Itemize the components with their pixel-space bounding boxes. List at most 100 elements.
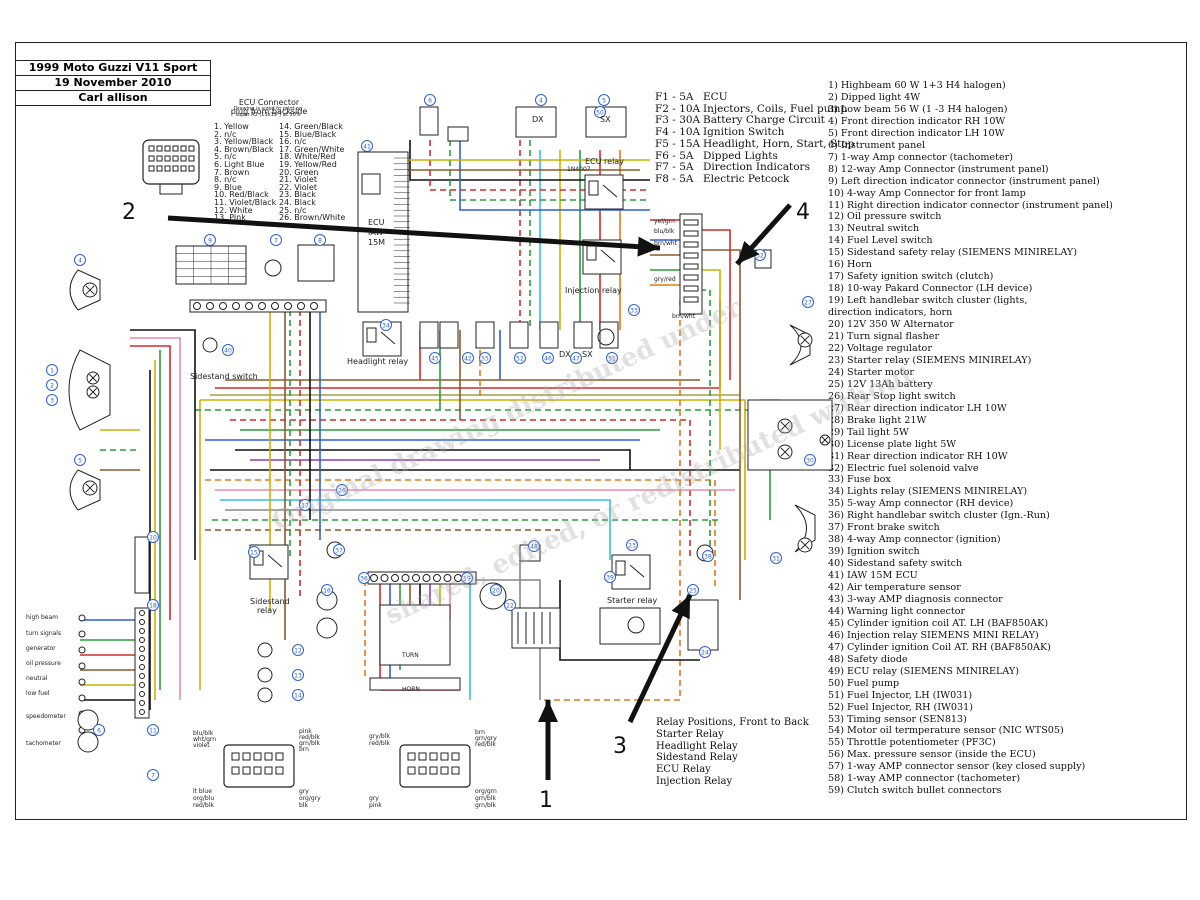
legend-item: 35) 5-way Amp connector (RH device) bbox=[828, 498, 1014, 510]
plug-pin bbox=[156, 145, 163, 152]
callout-number: 16 bbox=[323, 588, 331, 595]
legend-item: 24) Starter motor bbox=[828, 366, 914, 378]
legend-item: 6) Instrument panel bbox=[828, 139, 926, 151]
callout-bubble: 22 bbox=[504, 599, 516, 611]
callout-circle bbox=[314, 234, 326, 246]
sidestand-relay-label-2: relay bbox=[257, 606, 277, 615]
rear-indicator-lh-bulb-x bbox=[800, 335, 810, 345]
legend-item: 48) Safety diode bbox=[828, 653, 908, 665]
lowbeam-bulb-x bbox=[89, 388, 97, 396]
callout-bubble: 5 bbox=[74, 454, 86, 466]
warning-label: generator bbox=[26, 645, 56, 652]
callout-bubble: 51 bbox=[606, 352, 618, 364]
conn-wire-label: red/blk bbox=[369, 740, 390, 747]
callout-number: 4 bbox=[78, 258, 82, 265]
plug-pin bbox=[148, 145, 155, 152]
conn-wire-label: org/grn bbox=[475, 788, 497, 795]
connector-pin bbox=[391, 574, 399, 582]
callout-number: 31 bbox=[772, 556, 780, 563]
callout-number: 10 bbox=[149, 535, 157, 542]
title-date: 19 November 2010 bbox=[16, 76, 210, 91]
callout-number: 6 bbox=[97, 728, 101, 735]
connector-pin bbox=[284, 302, 292, 310]
fuse bbox=[683, 230, 699, 237]
conn-wire-label: blk bbox=[299, 802, 308, 809]
connector-amp-rh-pin bbox=[418, 766, 427, 775]
connector-pin bbox=[443, 574, 452, 582]
connector-pin bbox=[297, 302, 305, 310]
wire-red bbox=[230, 419, 691, 560]
connector-pin bbox=[232, 302, 240, 310]
legend-item: 32) Electric fuel solenoid valve bbox=[828, 462, 979, 474]
callout-circle bbox=[147, 724, 159, 736]
wire-orange bbox=[540, 300, 681, 701]
callout-circle bbox=[46, 394, 58, 406]
conn-wire-label: grn/blk bbox=[475, 795, 496, 802]
callout-circle bbox=[770, 552, 782, 564]
connector-amp-rh-pin bbox=[429, 766, 438, 775]
callout-number: 50 bbox=[596, 110, 604, 117]
wire-green bbox=[700, 289, 711, 560]
callout-bubble: 16 bbox=[321, 584, 333, 596]
legend-item: 9) Left direction indicator connector (i… bbox=[828, 175, 1100, 187]
plug-pin bbox=[180, 145, 187, 152]
connector-pin bbox=[139, 619, 145, 625]
sensor bbox=[539, 321, 559, 349]
connector-amp-rh-pin bbox=[451, 766, 460, 775]
connector-pin bbox=[139, 673, 145, 679]
pointer-arrow-3-head bbox=[671, 595, 690, 620]
callout-number: 18 bbox=[149, 603, 157, 610]
connector-pin bbox=[139, 709, 145, 715]
legend-item: 51) Fuel Injector, LH (IW031) bbox=[828, 689, 973, 701]
callout-circle bbox=[93, 724, 105, 736]
headlight-relay-coil bbox=[366, 327, 377, 343]
callout-number: 2 bbox=[50, 383, 54, 390]
callout-bubble: 5 bbox=[598, 94, 610, 106]
ecu-connector-plug bbox=[142, 139, 200, 185]
callout-circle bbox=[74, 454, 86, 466]
connector-pin bbox=[370, 574, 378, 582]
run-off-switch bbox=[297, 244, 335, 282]
wire-red bbox=[130, 345, 171, 620]
callout-number: 22 bbox=[506, 603, 514, 610]
legend-item: 40) Sidestand safety switch bbox=[828, 558, 963, 570]
warning-label: turn signals bbox=[26, 630, 62, 637]
legend-item: 34) Lights relay (SIEMENS MINIRELAY) bbox=[828, 486, 1028, 498]
fuel-pump bbox=[597, 328, 615, 346]
legend-item: 10) 4-way Amp Connector for front lamp bbox=[828, 187, 1026, 199]
callout-circle bbox=[380, 319, 392, 331]
callout-circle bbox=[598, 94, 610, 106]
plug-pin bbox=[156, 165, 163, 172]
ecu-connector-title: ECU Connector plug from backside bbox=[230, 98, 308, 116]
injection-relay-contact bbox=[600, 249, 616, 263]
callout-circle bbox=[222, 344, 234, 356]
legend-item: 4) Front direction indicator RH 10W bbox=[828, 115, 1006, 127]
callout-number: 9 bbox=[208, 238, 212, 245]
callout-bubble: 2 bbox=[46, 379, 58, 391]
sx-injector-label: SX bbox=[582, 350, 593, 359]
callout-bubble: 8 bbox=[314, 234, 326, 246]
headlight-relay-label: Headlight relay bbox=[347, 357, 409, 366]
callout-bubble: 18 bbox=[147, 599, 159, 611]
wire-yellow bbox=[700, 269, 721, 450]
title-block: 1999 Moto Guzzi V11 Sport 19 November 20… bbox=[15, 60, 211, 106]
callout-circle bbox=[46, 364, 58, 376]
legend-item: 15) Sidestand safety relay (SIEMENS MINI… bbox=[828, 247, 1078, 259]
wire-black bbox=[559, 580, 700, 661]
ecu-relay-coil bbox=[588, 180, 599, 196]
wire-blue bbox=[459, 140, 650, 211]
connector-amp-lh-pin bbox=[275, 752, 284, 761]
callout-circle bbox=[321, 584, 333, 596]
callout-number: 46 bbox=[544, 356, 552, 363]
speedometer bbox=[77, 709, 99, 731]
fuse bbox=[683, 296, 699, 303]
callout-bubble: 10 bbox=[147, 531, 159, 543]
horn-2 bbox=[316, 617, 338, 639]
warning-label: speedometer bbox=[26, 713, 66, 720]
legend-item: 54) Motor oil termperature sensor (NIC W… bbox=[828, 725, 1064, 737]
starter-relay-coil bbox=[615, 560, 626, 576]
callout-number: 27 bbox=[804, 300, 812, 307]
callout-bubble: 47 bbox=[570, 352, 582, 364]
